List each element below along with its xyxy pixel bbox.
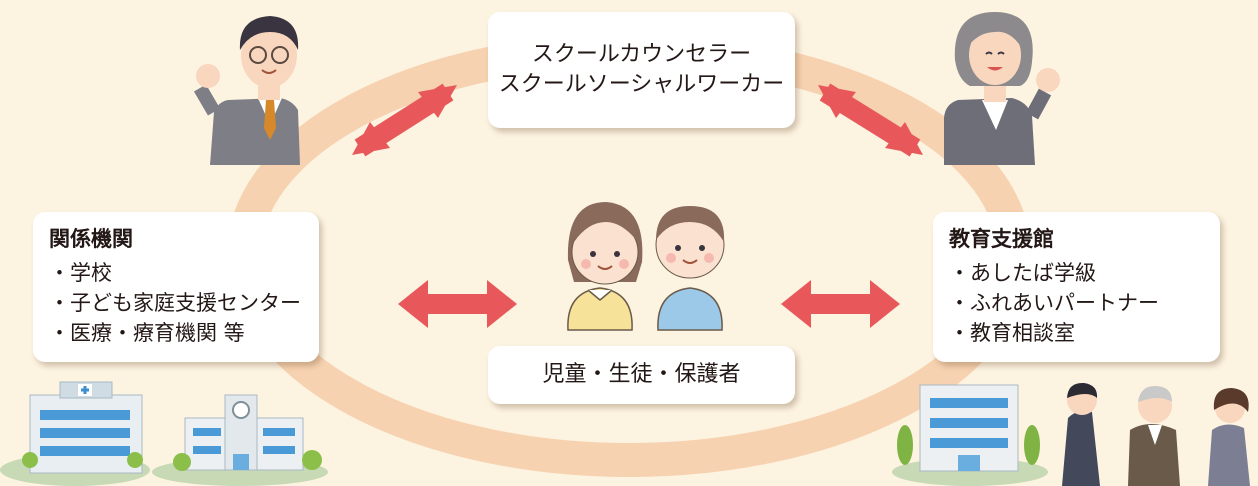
- education-center-building-icon: [892, 384, 1048, 486]
- students-parents-box: 児童・生徒・保護者: [488, 346, 795, 404]
- arrow-top-left: [352, 83, 457, 157]
- left-box-item: 学校: [49, 258, 319, 288]
- top-box-line1: スクールカウンセラー: [531, 42, 752, 67]
- right-box-title: 教育支援館: [949, 227, 1054, 251]
- related-institutions-box: 関係機関 学校 子ども家庭支援センター 医療・療育機関 等: [33, 212, 319, 362]
- education-support-center-box: 教育支援館 あしたば学級 ふれあいパートナー 教育相談室: [933, 212, 1220, 362]
- hospital-icon: [0, 381, 150, 486]
- female-counselor-icon: [944, 12, 1060, 165]
- consulting-people-icon: [1062, 382, 1250, 486]
- school-counselor-box: スクールカウンセラー スクールソーシャルワーカー: [488, 12, 795, 128]
- right-box-item: あしたば学級: [949, 258, 1220, 288]
- arrow-middle-left: [398, 280, 517, 328]
- top-box-line2: スクールソーシャルワーカー: [498, 72, 785, 97]
- right-box-item: 教育相談室: [949, 318, 1220, 348]
- left-box-item: 子ども家庭支援センター: [49, 288, 319, 318]
- school-building-icon: [152, 394, 328, 486]
- center-box-label: 児童・生徒・保護者: [542, 362, 741, 387]
- left-box-title: 関係機関: [49, 227, 133, 251]
- children-icon: [567, 202, 725, 331]
- left-box-item: 医療・療育機関 等: [49, 318, 319, 348]
- right-box-item: ふれあいパートナー: [949, 288, 1220, 318]
- arrow-top-right: [818, 83, 923, 157]
- male-teacher-icon: [193, 16, 300, 165]
- arrow-middle-right: [781, 280, 900, 328]
